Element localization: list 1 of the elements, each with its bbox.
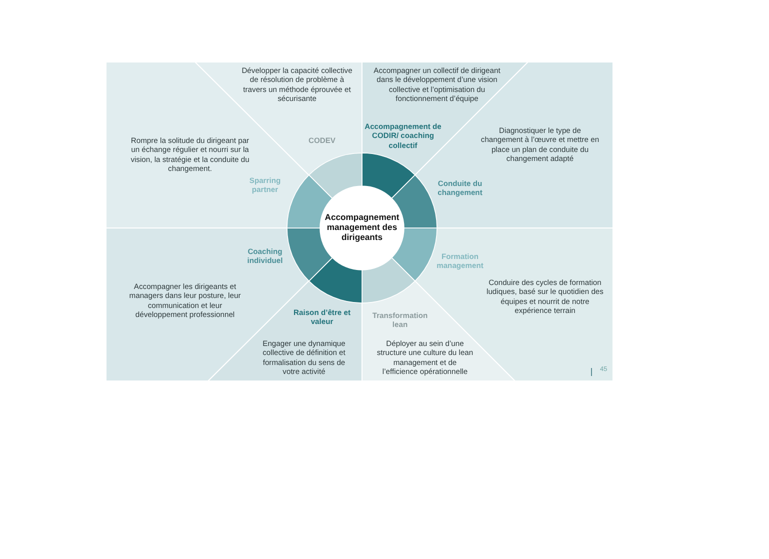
center-title: Accompagnement management des dirigeants — [324, 213, 400, 243]
